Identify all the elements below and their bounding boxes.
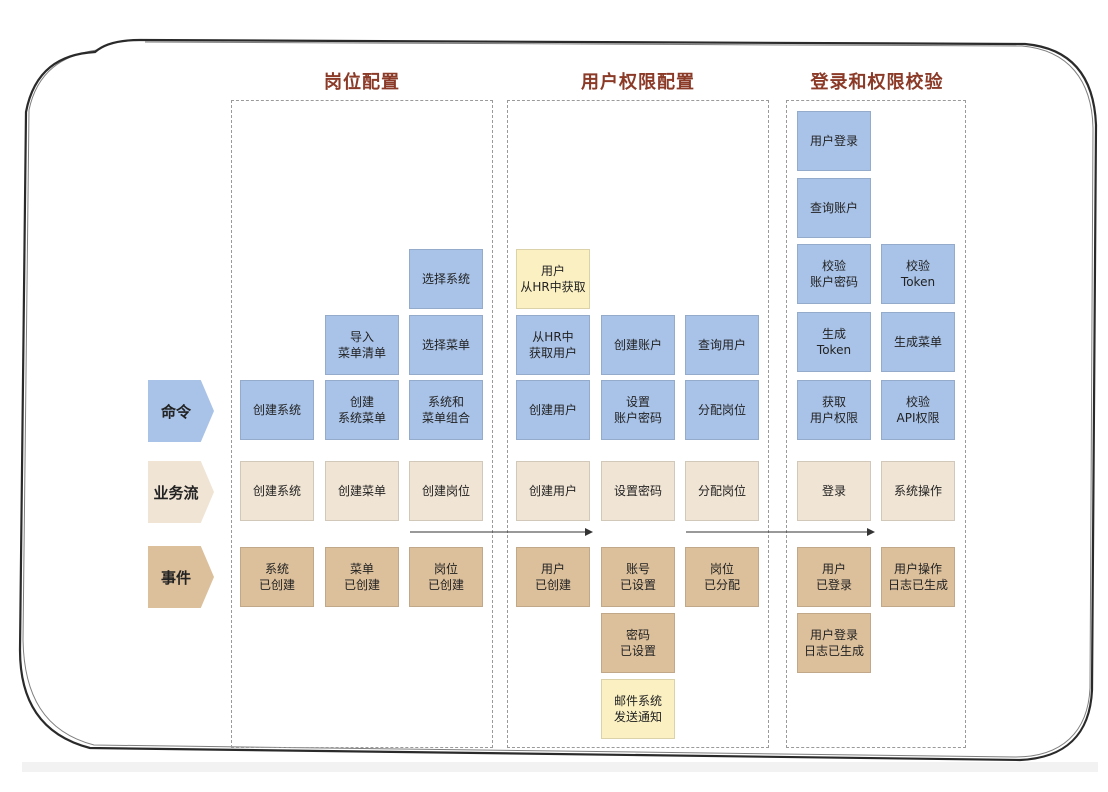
card-event-login-log[interactable]: 用户登录 日志已生成 (797, 613, 871, 673)
card-event-position-assigned[interactable]: 岗位 已分配 (685, 547, 759, 607)
card-verify-account-password[interactable]: 校验 账户密码 (797, 244, 871, 304)
card-create-account[interactable]: 创建账户 (601, 315, 675, 375)
card-flow-assign-position[interactable]: 分配岗位 (685, 461, 759, 521)
row-label-command: 命令 (148, 380, 214, 442)
card-select-system[interactable]: 选择系统 (409, 249, 483, 309)
section-title-position-config: 岗位配置 (324, 72, 400, 93)
card-select-menu[interactable]: 选择菜单 (409, 315, 483, 375)
row-label-business-flow: 业务流 (148, 461, 214, 523)
lane-position-config (231, 100, 493, 748)
card-query-user[interactable]: 查询用户 (685, 315, 759, 375)
card-event-operation-log[interactable]: 用户操作 日志已生成 (881, 547, 955, 607)
lane-login-permission-check (786, 100, 966, 748)
section-title-login-permission-check: 登录和权限校验 (810, 72, 944, 93)
card-event-position-created[interactable]: 岗位 已创建 (409, 547, 483, 607)
card-generate-token[interactable]: 生成 Token (797, 312, 871, 372)
card-event-password-set[interactable]: 密码 已设置 (601, 613, 675, 673)
card-system-menu-combo[interactable]: 系统和 菜单组合 (409, 380, 483, 440)
card-verify-api-permission[interactable]: 校验 API权限 (881, 380, 955, 440)
card-event-system-created[interactable]: 系统 已创建 (240, 547, 314, 607)
card-flow-create-system[interactable]: 创建系统 (240, 461, 314, 521)
card-verify-token[interactable]: 校验 Token (881, 244, 955, 304)
card-flow-set-password[interactable]: 设置密码 (601, 461, 675, 521)
card-set-account-password[interactable]: 设置 账户密码 (601, 380, 675, 440)
card-get-user-permission[interactable]: 获取 用户权限 (797, 380, 871, 440)
card-event-user-logged-in[interactable]: 用户 已登录 (797, 547, 871, 607)
card-import-menu-list[interactable]: 导入 菜单清单 (325, 315, 399, 375)
card-create-system-command[interactable]: 创建系统 (240, 380, 314, 440)
lane-user-permission-config (507, 100, 769, 748)
card-flow-create-user[interactable]: 创建用户 (516, 461, 590, 521)
card-flow-create-position[interactable]: 创建岗位 (409, 461, 483, 521)
section-title-user-permission-config: 用户权限配置 (581, 72, 695, 93)
card-note-email-notify[interactable]: 邮件系统 发送通知 (601, 679, 675, 739)
card-event-user-created[interactable]: 用户 已创建 (516, 547, 590, 607)
card-generate-menu[interactable]: 生成菜单 (881, 312, 955, 372)
card-flow-login[interactable]: 登录 (797, 461, 871, 521)
card-event-account-set[interactable]: 账号 已设置 (601, 547, 675, 607)
card-note-user-from-hr[interactable]: 用户 从HR中获取 (516, 249, 590, 309)
card-create-system-menu[interactable]: 创建 系统菜单 (325, 380, 399, 440)
card-flow-create-menu[interactable]: 创建菜单 (325, 461, 399, 521)
card-create-user-command[interactable]: 创建用户 (516, 380, 590, 440)
card-assign-position-command[interactable]: 分配岗位 (685, 380, 759, 440)
card-event-menu-created[interactable]: 菜单 已创建 (325, 547, 399, 607)
card-flow-system-operation[interactable]: 系统操作 (881, 461, 955, 521)
row-label-event: 事件 (148, 546, 214, 608)
card-user-login[interactable]: 用户登录 (797, 111, 871, 171)
card-get-user-from-hr[interactable]: 从HR中 获取用户 (516, 315, 590, 375)
card-query-account[interactable]: 查询账户 (797, 178, 871, 238)
